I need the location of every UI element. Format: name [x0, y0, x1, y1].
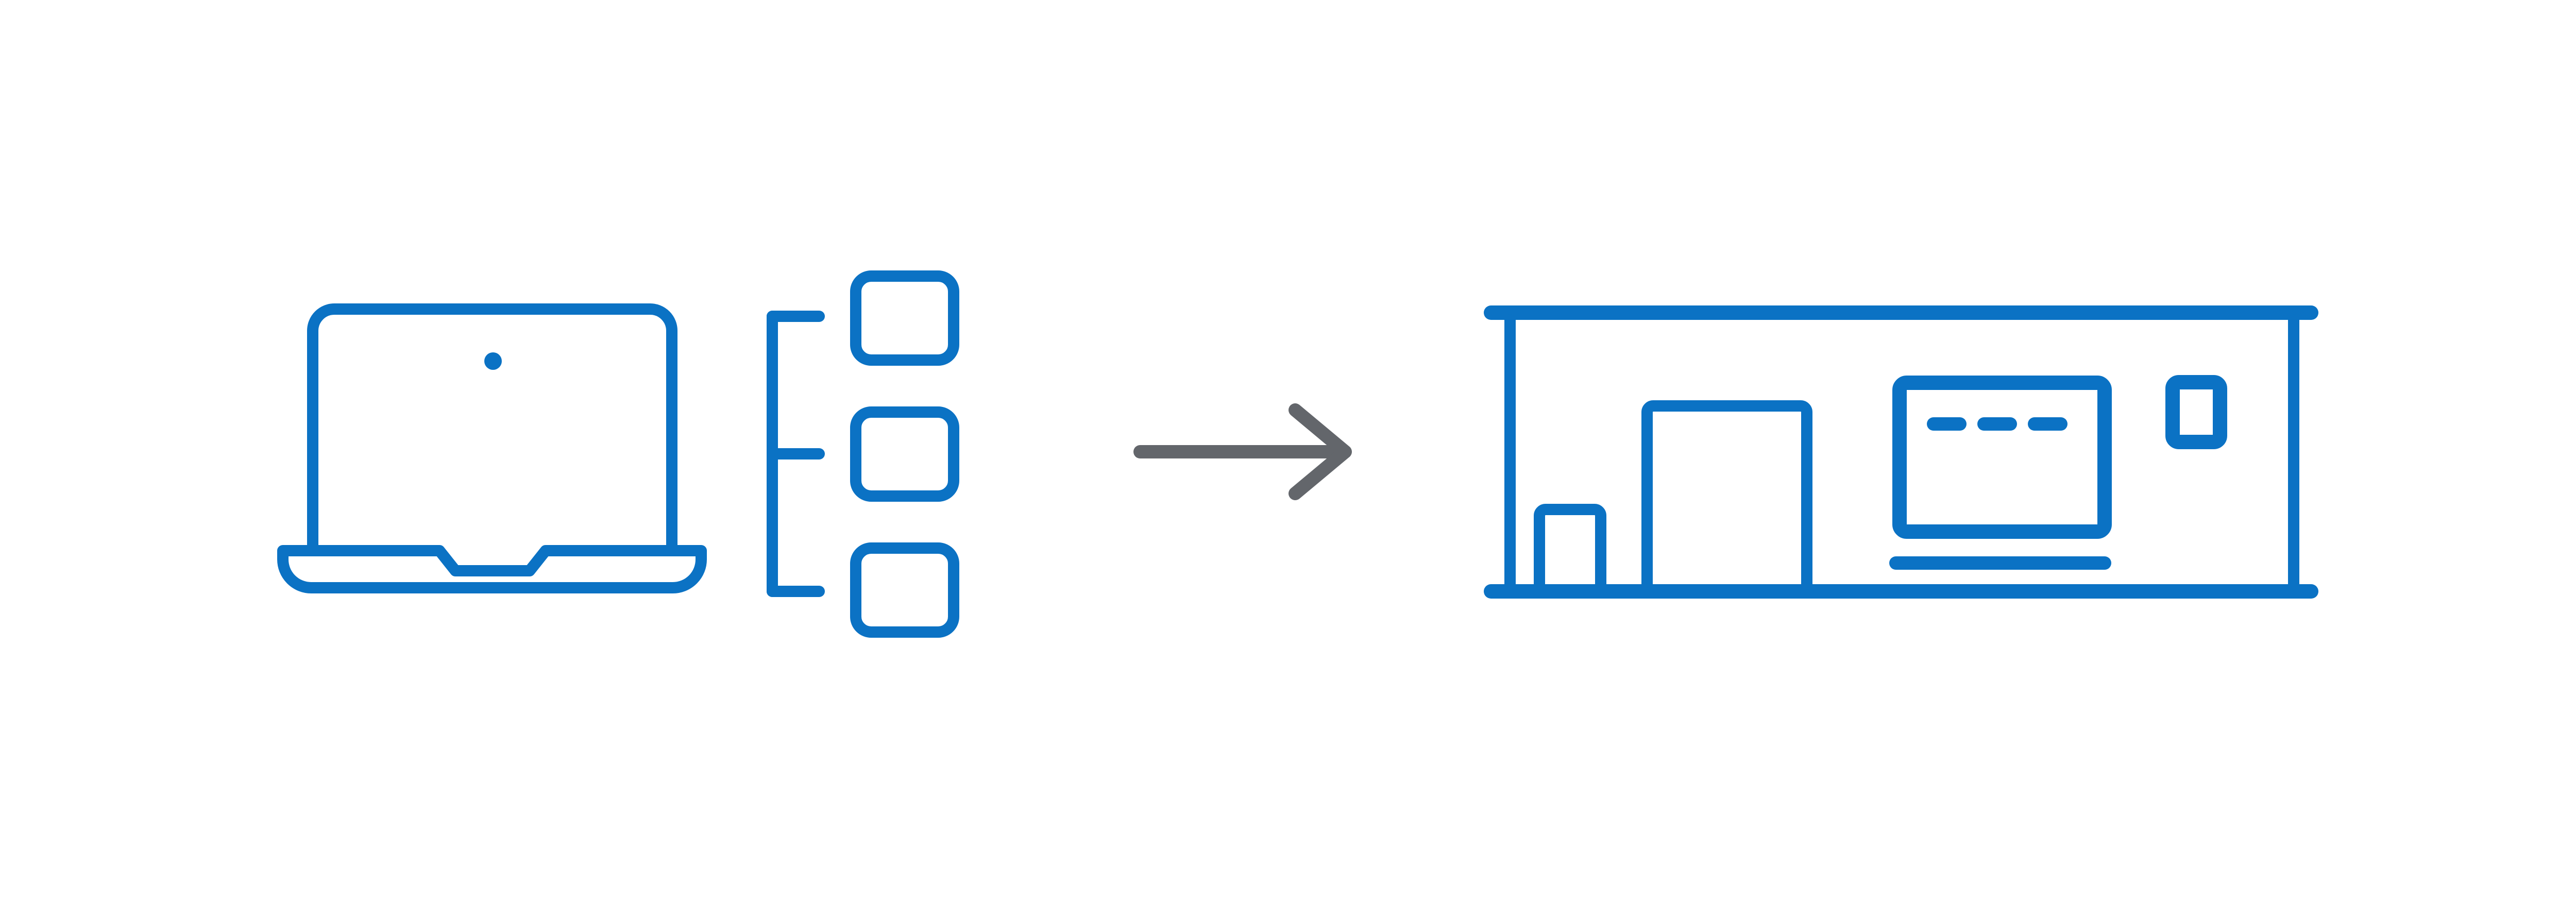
hierarchy-node-1 [850, 270, 959, 366]
server-panel-icon [1892, 376, 2112, 539]
data-center-rack-icon [1484, 305, 2318, 599]
laptop-base-outline [277, 545, 707, 593]
arrow-head-chevron [1289, 403, 1352, 500]
laptop-webcam-icon [484, 352, 502, 370]
hierarchy-node-2 [850, 406, 959, 502]
laptop-icon [277, 303, 707, 593]
laptop-screen-outline [307, 303, 677, 551]
server-module-icon [2165, 375, 2227, 449]
hierarchy-node-3 [850, 542, 959, 638]
hierarchy-tree-icon [767, 270, 959, 638]
arrow-right-icon [1133, 403, 1352, 500]
server-bar-small-icon [1534, 504, 1606, 590]
server-bar-tall-icon [1641, 400, 1812, 590]
